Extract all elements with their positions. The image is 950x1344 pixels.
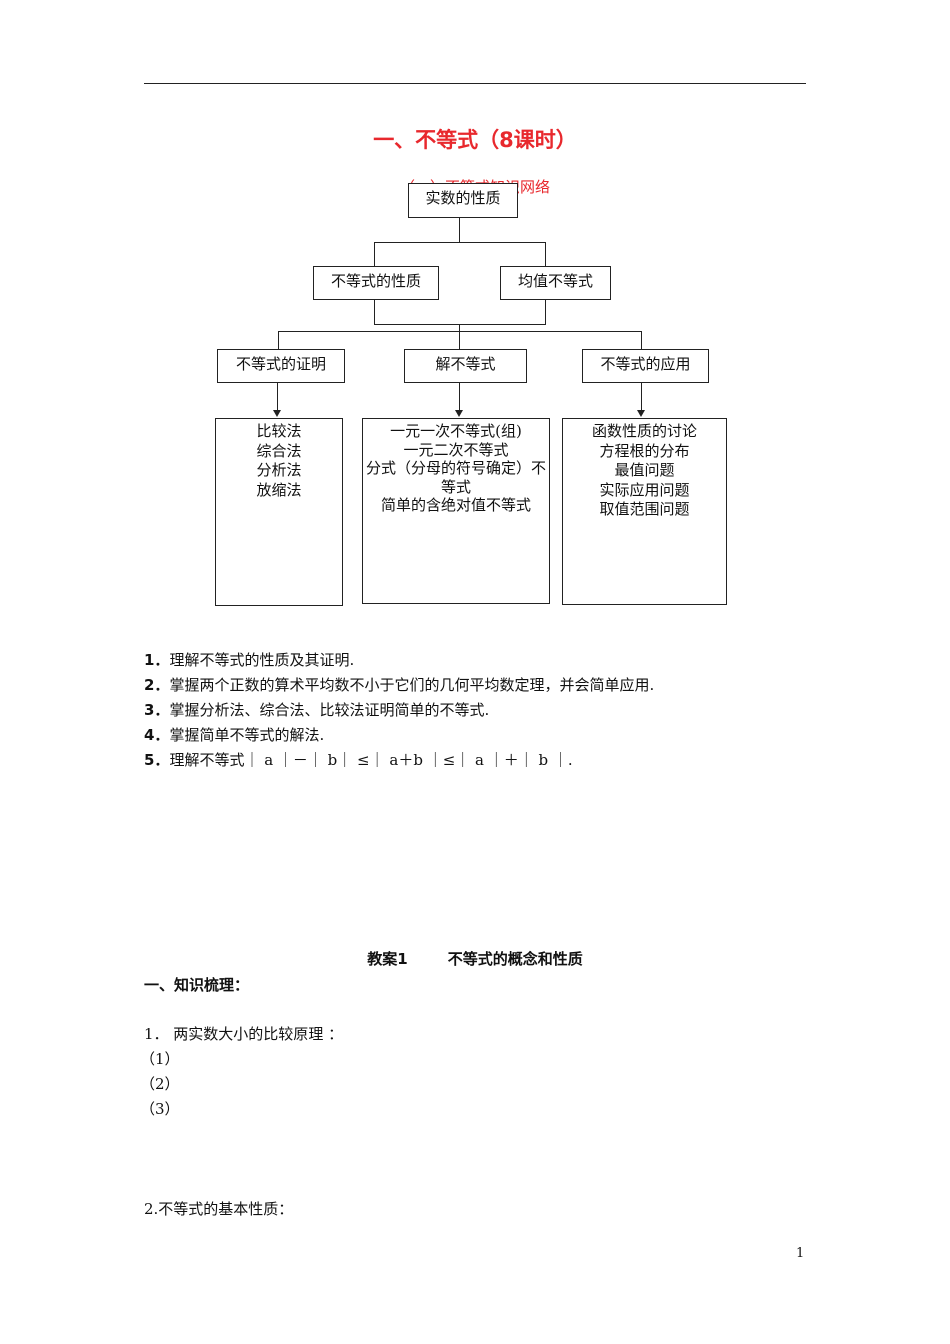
connector xyxy=(459,331,460,350)
list-item: 一元二次不等式 xyxy=(403,440,509,459)
list-item: 函数性质的讨论 xyxy=(591,422,697,440)
paragraph: 1． 两实数大小的比较原理 ： xyxy=(144,1025,344,1043)
arrow-down-icon xyxy=(455,410,463,417)
objective-text: 掌握分析法、综合法、比较法证明简单的不等式. xyxy=(169,701,490,719)
connector xyxy=(641,331,642,350)
objective-number: 4． xyxy=(144,726,170,744)
objective-item: 5．理解不等式｜ a ｜－｜ b｜ ≤｜ a＋b ｜≤｜ a ｜＋｜ b ｜. xyxy=(144,750,573,770)
connector xyxy=(278,331,279,350)
objective-item: 3．掌握分析法、综合法、比较法证明简单的不等式. xyxy=(144,700,489,720)
node-mean-inequality: 均值不等式 xyxy=(500,266,611,300)
node-root: 实数的性质 xyxy=(408,183,518,218)
connector xyxy=(459,383,460,411)
objective-number: 5． xyxy=(144,751,170,769)
list-item: 比较法 xyxy=(256,422,302,440)
list-item: （1） xyxy=(140,1050,180,1068)
node-applications: 不等式的应用 xyxy=(582,349,709,383)
connector xyxy=(278,331,642,332)
objective-text: 掌握简单不等式的解法. xyxy=(169,726,325,744)
connector xyxy=(459,324,460,332)
section-heading: 一、知识梳理： xyxy=(144,976,250,994)
arrow-down-icon xyxy=(273,410,281,417)
list-item: 实际应用问题 xyxy=(599,480,690,499)
lesson-heading: 教案1 不等式的概念和性质 xyxy=(0,948,950,969)
list-item: （3） xyxy=(140,1100,180,1118)
connector xyxy=(374,300,375,324)
node-solving-types: 一元一次不等式(组) 一元二次不等式 分式（分母的符号确定）不等式 简单的含绝对… xyxy=(362,418,550,604)
list-item: 方程根的分布 xyxy=(599,441,690,460)
connector xyxy=(459,218,460,243)
objective-text: 掌握两个正数的算术平均数不小于它们的几何平均数定理，并会简单应用. xyxy=(169,676,655,694)
connector xyxy=(374,242,375,267)
list-item: 一元一次不等式(组) xyxy=(390,422,522,440)
objective-number: 2． xyxy=(144,676,170,694)
list-item: 分式（分母的符号确定）不等式 xyxy=(365,459,546,496)
lesson-title: 不等式的概念和性质 xyxy=(447,950,583,968)
connector xyxy=(641,383,642,411)
page-number: 1 xyxy=(796,1246,805,1261)
connector xyxy=(545,242,546,267)
arrow-down-icon xyxy=(637,410,645,417)
list-item: 简单的含绝对值不等式 xyxy=(380,496,531,514)
list-item: （2） xyxy=(140,1075,180,1093)
objective-text: 理解不等式的性质及其证明. xyxy=(169,651,355,669)
header-rule xyxy=(144,83,806,84)
list-item: 最值问题 xyxy=(614,461,675,479)
paragraph: 2.不等式的基本性质： xyxy=(144,1200,294,1218)
node-inequality-properties: 不等式的性质 xyxy=(313,266,439,300)
node-application-types: 函数性质的讨论 方程根的分布 最值问题 实际应用问题 取值范围问题 xyxy=(562,418,727,605)
list-item: 取值范围问题 xyxy=(599,500,690,518)
objective-item: 4．掌握简单不等式的解法. xyxy=(144,725,324,745)
node-proof-methods: 比较法 综合法 分析法 放缩法 xyxy=(215,418,343,606)
objective-text: 理解不等式｜ a ｜－｜ b｜ ≤｜ a＋b ｜≤｜ a ｜＋｜ b ｜. xyxy=(169,751,573,769)
list-item: 放缩法 xyxy=(256,480,302,499)
objective-item: 1．理解不等式的性质及其证明. xyxy=(144,650,354,670)
connector xyxy=(545,300,546,324)
node-proof: 不等式的证明 xyxy=(217,349,345,383)
connector xyxy=(277,383,278,411)
objective-item: 2．掌握两个正数的算术平均数不小于它们的几何平均数定理，并会简单应用. xyxy=(144,675,654,695)
connector xyxy=(374,242,545,243)
node-solving: 解不等式 xyxy=(404,349,527,383)
list-item: 综合法 xyxy=(256,441,302,460)
objective-number: 1． xyxy=(144,651,170,669)
list-item: 分析法 xyxy=(256,461,302,479)
connector xyxy=(374,324,546,325)
objective-number: 3． xyxy=(144,701,170,719)
page-title: 一、不等式（8课时） xyxy=(373,128,577,152)
lesson-label: 教案1 xyxy=(367,950,408,968)
